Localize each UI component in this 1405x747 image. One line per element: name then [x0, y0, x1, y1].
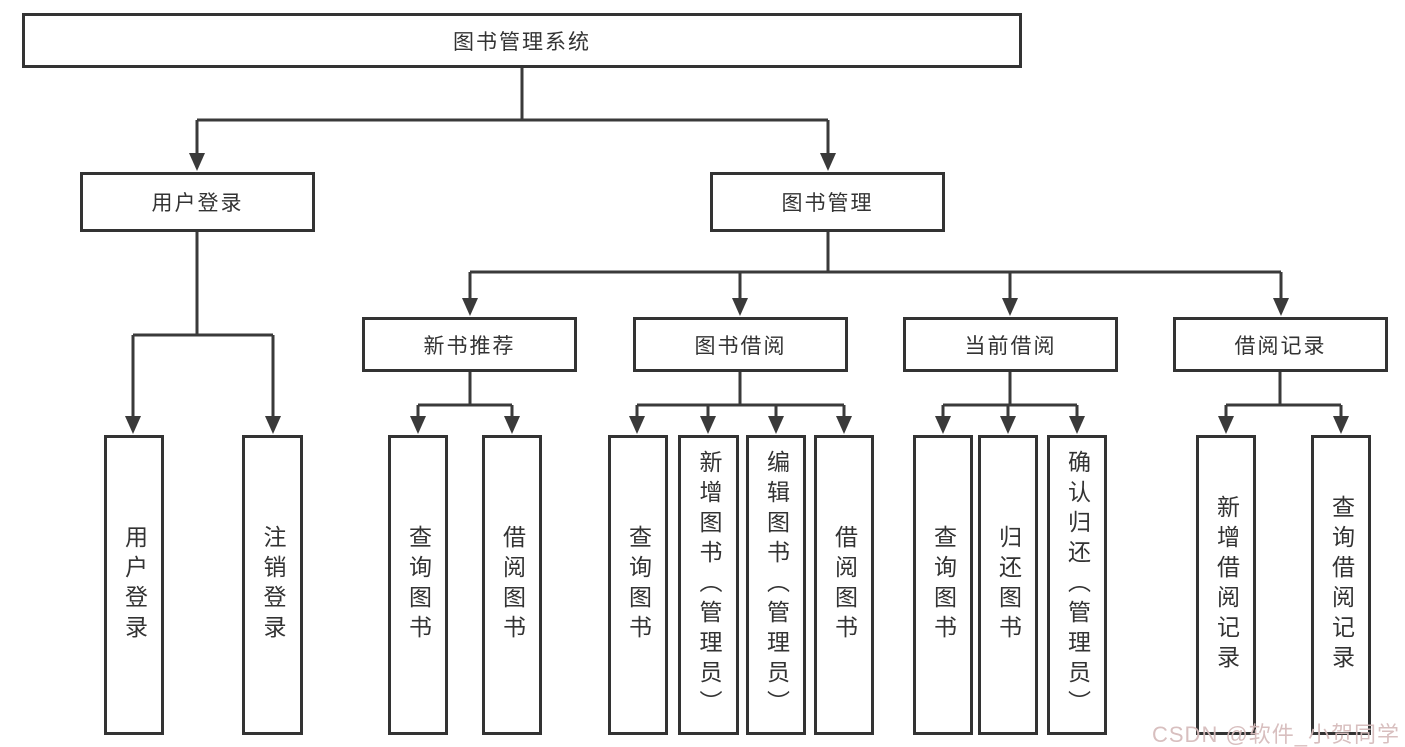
- leaf-bw-borrow-books-label: 借阅图书: [831, 525, 858, 645]
- leaf-rec-add-record-label: 新增借阅记录: [1213, 495, 1240, 675]
- node-root: 图书管理系统: [22, 13, 1022, 68]
- leaf-logout: 注销登录: [242, 435, 303, 735]
- leaf-bw-add-books-admin: 新增图书（管理员）: [678, 435, 739, 735]
- node-book-borrow: 图书借阅: [633, 317, 848, 372]
- leaf-nb-query-books: 查询图书: [388, 435, 448, 735]
- node-new-book-recommend: 新书推荐: [362, 317, 577, 372]
- leaf-bw-add-books-admin-label: 新增图书（管理员）: [696, 450, 722, 720]
- leaf-user-login-label: 用户登录: [121, 525, 148, 645]
- leaf-cur-return-books-label: 归还图书: [995, 525, 1022, 645]
- node-current-borrow: 当前借阅: [903, 317, 1118, 372]
- node-borrow-records: 借阅记录: [1173, 317, 1388, 372]
- leaf-nb-query-books-label: 查询图书: [405, 525, 432, 645]
- leaf-bw-edit-books-admin-label: 编辑图书（管理员）: [763, 450, 790, 720]
- leaf-logout-label: 注销登录: [260, 525, 286, 645]
- leaf-rec-add-record: 新增借阅记录: [1196, 435, 1256, 735]
- leaf-rec-query-record: 查询借阅记录: [1311, 435, 1371, 735]
- leaf-cur-query-books: 查询图书: [913, 435, 973, 735]
- leaf-cur-confirm-return-admin-label: 确认归还（管理员）: [1064, 450, 1091, 720]
- node-user-login: 用户登录: [80, 172, 315, 232]
- node-book-borrow-label: 图书借阅: [694, 334, 787, 358]
- leaf-user-login: 用户登录: [104, 435, 164, 735]
- node-book-management: 图书管理: [710, 172, 945, 232]
- leaf-bw-query-books: 查询图书: [608, 435, 668, 735]
- leaf-bw-borrow-books: 借阅图书: [814, 435, 874, 735]
- node-root-label: 图书管理系统: [453, 30, 591, 54]
- leaf-bw-edit-books-admin: 编辑图书（管理员）: [746, 435, 806, 735]
- leaf-cur-return-books: 归还图书: [978, 435, 1038, 735]
- arrowheads: [125, 153, 1349, 434]
- csdn-watermark: CSDN @软件_小贺同学: [1152, 722, 1401, 747]
- leaf-nb-borrow-books: 借阅图书: [482, 435, 542, 735]
- node-user-login-label: 用户登录: [151, 192, 244, 215]
- node-new-book-recommend-label: 新书推荐: [423, 334, 516, 358]
- node-borrow-records-label: 借阅记录: [1234, 334, 1327, 358]
- leaf-nb-borrow-books-label: 借阅图书: [499, 525, 526, 645]
- leaf-cur-confirm-return-admin: 确认归还（管理员）: [1047, 435, 1107, 735]
- leaf-rec-query-record-label: 查询借阅记录: [1328, 495, 1355, 675]
- node-current-borrow-label: 当前借阅: [964, 334, 1057, 358]
- node-book-management-label: 图书管理: [781, 192, 874, 215]
- leaf-bw-query-books-label: 查询图书: [625, 525, 652, 645]
- leaf-cur-query-books-label: 查询图书: [930, 525, 957, 645]
